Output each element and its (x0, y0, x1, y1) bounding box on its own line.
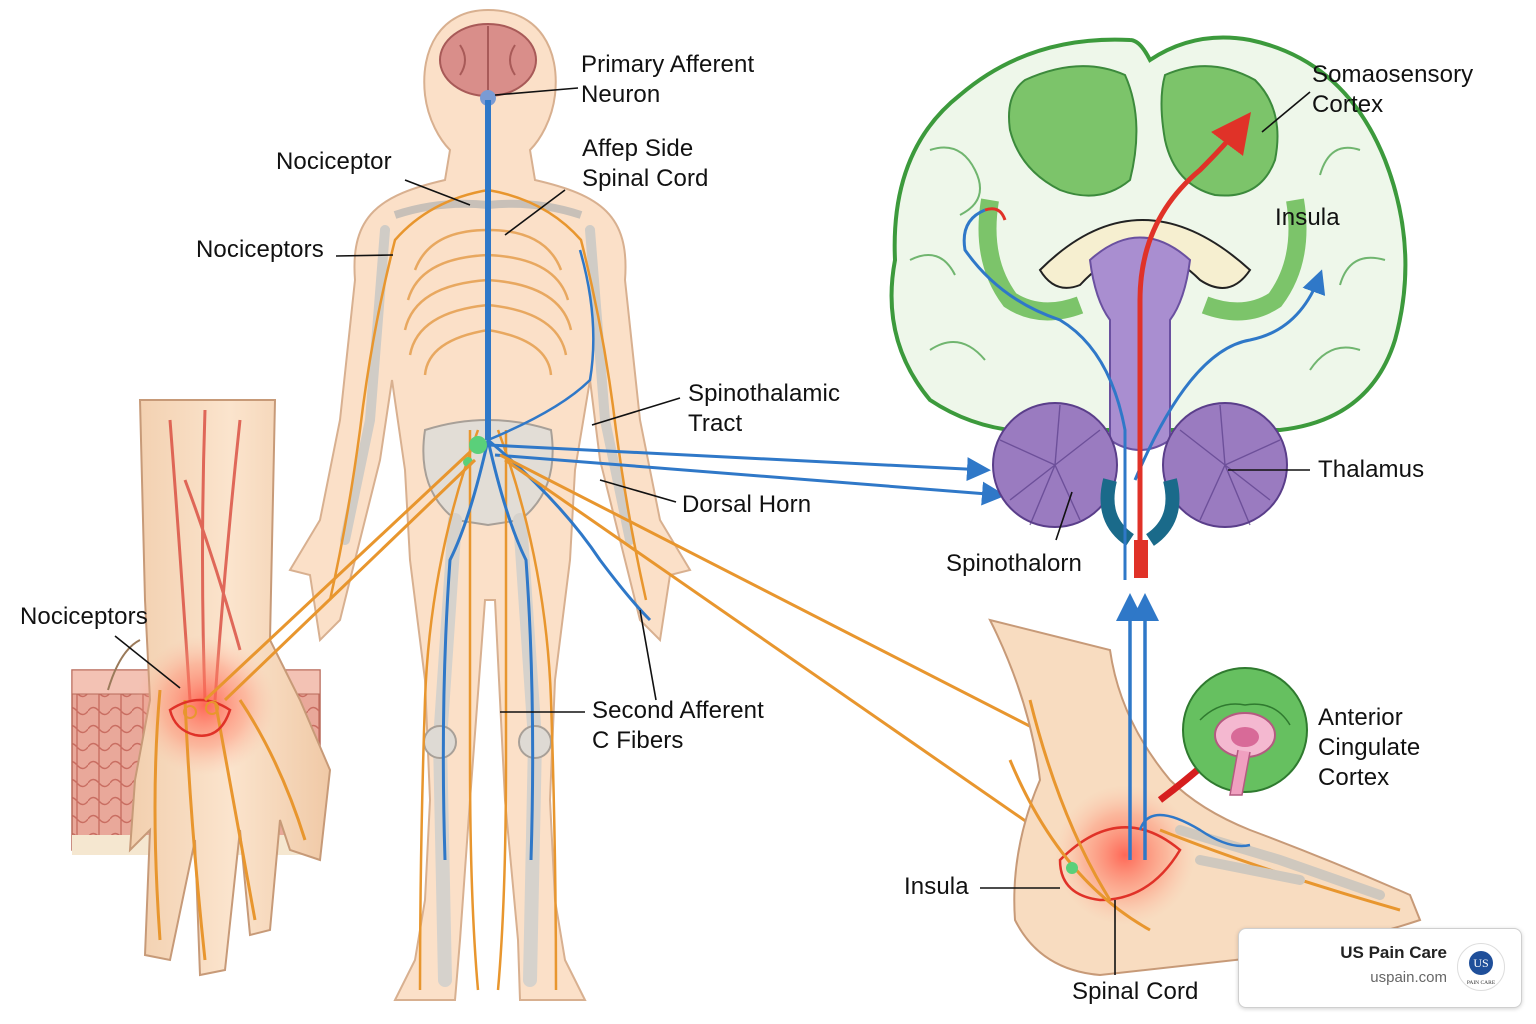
hand-skin-illustration (71, 399, 332, 977)
label-nociceptors-arm: Nociceptors (196, 236, 324, 263)
label-insula-brain: Insula (1275, 204, 1340, 231)
label-nociceptors-hand: Nociceptors (20, 603, 148, 630)
label-dorsal-horn: Dorsal Horn (682, 491, 812, 518)
label-insula-foot: Insula (904, 873, 969, 900)
svg-text:PAIN CARE: PAIN CARE (1467, 980, 1496, 986)
svg-text:US: US (1473, 956, 1488, 970)
anterior-cingulate-illustration (1182, 667, 1308, 796)
label-thalamus: Thalamus (1318, 456, 1425, 483)
label-spinothalamic-tract: Spinothalamic Tract (688, 380, 841, 437)
label-anterior-cingulate-cortex: Anterior Cingulate Cortex (1318, 704, 1421, 791)
label-primary-afferent-neuron: Primary Afferent Neuron (581, 51, 755, 108)
leader-lines (114, 87, 1311, 975)
label-somatosensory-cortex: Somaosensory Cortex (1312, 61, 1474, 118)
brain-illustration (889, 35, 1408, 580)
label-second-afferent-c-fibers: Second Afferent C Fibers (592, 697, 764, 754)
label-spinothalorn: Spinothalorn (946, 550, 1082, 577)
brand-badge[interactable]: US Pain Care uspain.com US PAIN CARE (1238, 928, 1522, 1008)
label-spinal-cord: Spinal Cord (1072, 978, 1199, 1005)
brand-name: US Pain Care (1340, 943, 1447, 962)
label-nociceptor: Nociceptor (276, 148, 392, 175)
label-affep-side-spinal-cord: Affep Side Spinal Cord (582, 135, 709, 192)
brand-url: uspain.com (1370, 969, 1447, 986)
brand-logo-icon: US PAIN CARE (1457, 943, 1505, 991)
foot-illustration (988, 593, 1422, 977)
